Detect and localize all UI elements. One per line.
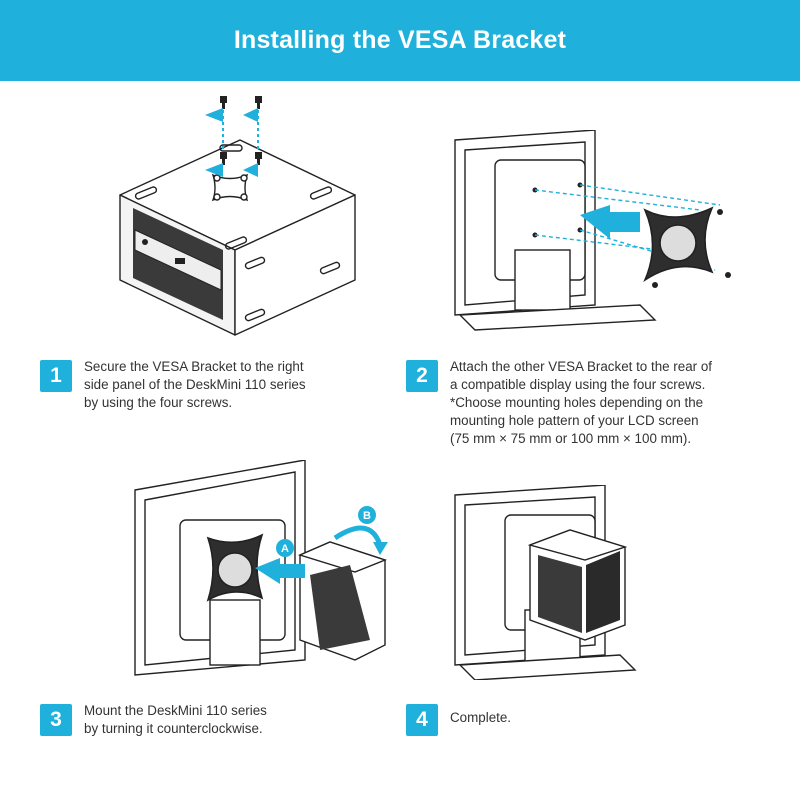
step-text-line: Secure the VESA Bracket to the right (84, 359, 304, 374)
step-text-line: side panel of the DeskMini 110 series (84, 377, 306, 392)
step-number-badge: 1 (40, 360, 72, 392)
step-text-line: by turning it counterclockwise. (84, 721, 263, 736)
step-text-line: a compatible display using the four scre… (450, 377, 706, 392)
step-description: Complete. (450, 709, 511, 727)
step-3: 3 Mount the DeskMini 110 series by turni… (40, 702, 267, 738)
step-number-badge: 2 (406, 360, 438, 392)
label-b-badge (358, 506, 376, 524)
step-text-line: Complete. (450, 710, 512, 725)
step-text-line: Mount the DeskMini 110 series (84, 703, 267, 718)
page-title: Installing the VESA Bracket (233, 26, 567, 54)
step-description: Attach the other VESA Bracket to the rea… (450, 358, 712, 448)
step-1: 1 Secure the VESA Bracket to the right s… (40, 358, 306, 412)
step-text-line: by using the four screws. (84, 395, 233, 410)
step-text-line: *Choose mounting holes depending on the (450, 395, 704, 410)
step-text-line: Attach the other VESA Bracket to the rea… (450, 359, 713, 374)
label-a: A (281, 543, 289, 555)
figure-step-1 (119, 96, 356, 336)
label-b: B (363, 510, 371, 522)
step-number-badge: 4 (406, 704, 438, 736)
step-number-badge: 3 (40, 704, 72, 736)
step-text-line: mounting hole pattern of your LCD screen (450, 413, 699, 428)
figure-step-2 (454, 130, 731, 331)
step-description: Secure the VESA Bracket to the right sid… (84, 358, 306, 412)
figure-step-4 (454, 485, 637, 680)
step-description: Mount the DeskMini 110 series by turning… (84, 702, 267, 738)
page-header: Installing the VESA Bracket (0, 0, 800, 81)
step-2: 2 Attach the other VESA Bracket to the r… (406, 358, 712, 448)
figure-step-3: A B (134, 460, 388, 676)
step-4: 4 Complete. (406, 702, 511, 736)
label-a-badge (276, 539, 294, 557)
step-text-line: (75 mm × 75 mm or 100 mm × 100 mm). (450, 431, 692, 446)
